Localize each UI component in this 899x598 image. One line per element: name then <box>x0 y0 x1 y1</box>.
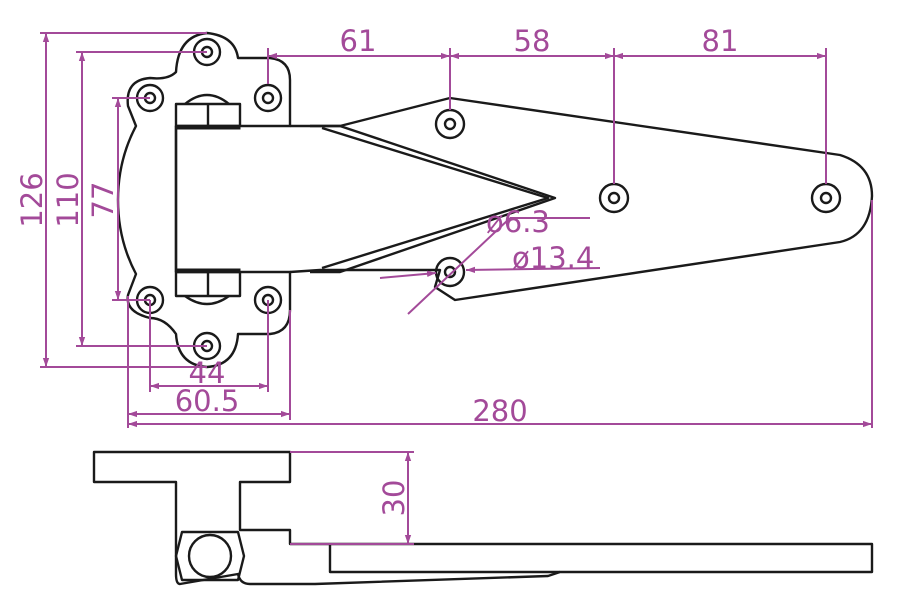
hole-icon <box>598 182 630 214</box>
side-view: 30 <box>92 450 874 586</box>
hole-icon <box>810 182 842 214</box>
side-plate <box>92 450 874 586</box>
hole-icon <box>434 108 466 140</box>
top-view: 61 58 81 126 110 77 ø6.3 ø13.4 <box>15 24 874 428</box>
dim-44-label: 44 <box>189 356 226 390</box>
dim-hole-13-4-label: ø13.4 <box>512 241 594 275</box>
hex-nut-icon <box>174 530 246 582</box>
dimensions-top: 61 58 81 126 110 77 ø6.3 ø13.4 <box>15 24 873 428</box>
plate-holes <box>135 37 283 361</box>
strap-v-cutout <box>310 124 557 274</box>
strap-holes <box>434 108 842 288</box>
dim-hole-6-3-label: ø6.3 <box>486 205 550 239</box>
dim-126-label: 126 <box>15 172 49 227</box>
mounting-plate <box>116 31 292 369</box>
dimensions-side: 30 <box>290 451 414 545</box>
dim-58-label: 58 <box>514 24 551 58</box>
dim-30-label: 30 <box>377 480 411 517</box>
dim-110-label: 110 <box>51 172 85 227</box>
dim-61-label: 61 <box>340 24 377 58</box>
dim-280-label: 280 <box>472 394 527 428</box>
hole-icon <box>253 83 283 113</box>
hole-icon <box>434 256 466 288</box>
dim-81-label: 81 <box>702 24 739 58</box>
dim-77-label: 77 <box>86 182 120 219</box>
hinge-knuckle <box>174 93 242 306</box>
dim-60-5-label: 60.5 <box>175 384 240 418</box>
